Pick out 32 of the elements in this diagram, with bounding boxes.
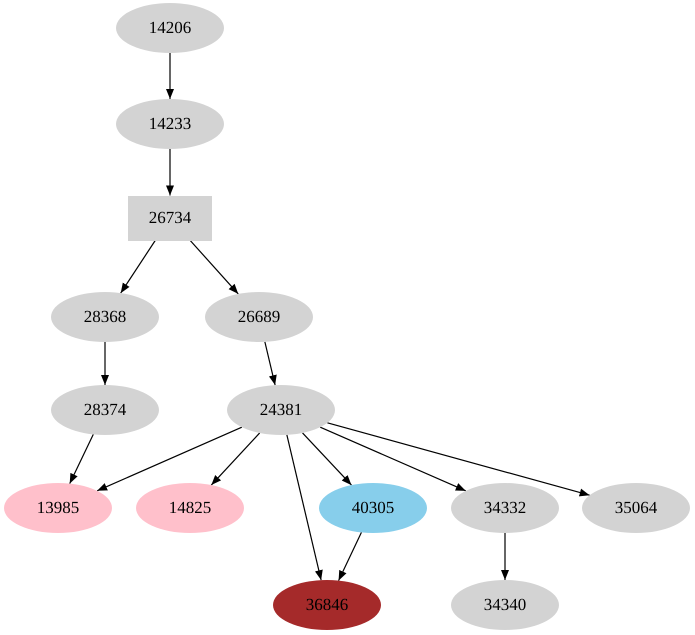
node-label: 13985 — [36, 498, 80, 518]
arrow — [327, 422, 590, 496]
node-label: 35064 — [614, 498, 658, 518]
node-label: 28374 — [84, 400, 126, 420]
arrow — [338, 532, 362, 581]
node-label: 34340 — [484, 595, 526, 615]
node-label: 26734 — [148, 208, 192, 228]
ellipse-node — [227, 385, 335, 435]
arrow — [210, 432, 260, 486]
arrow — [286, 434, 323, 580]
node-label: 40305 — [352, 498, 394, 518]
arrow — [264, 342, 277, 386]
arrow — [96, 426, 242, 492]
arrow — [101, 342, 109, 385]
arrow — [166, 149, 174, 196]
arrow — [501, 533, 509, 580]
arrow — [120, 240, 156, 294]
node-label: 28368 — [84, 307, 126, 327]
arrow — [166, 53, 174, 99]
node-label: 34332 — [484, 498, 526, 518]
node-label: 26689 — [238, 307, 280, 327]
node-label: 36846 — [306, 595, 348, 615]
arrow — [69, 434, 94, 484]
arrow — [320, 426, 466, 492]
node-label: 14825 — [168, 498, 212, 518]
arrow — [302, 432, 352, 486]
ellipse-node — [582, 483, 690, 533]
node-label: 14206 — [148, 18, 192, 38]
node-label: 24381 — [260, 400, 302, 420]
arrow — [190, 240, 239, 294]
process-box — [128, 196, 212, 240]
node-label: 14233 — [148, 114, 192, 134]
